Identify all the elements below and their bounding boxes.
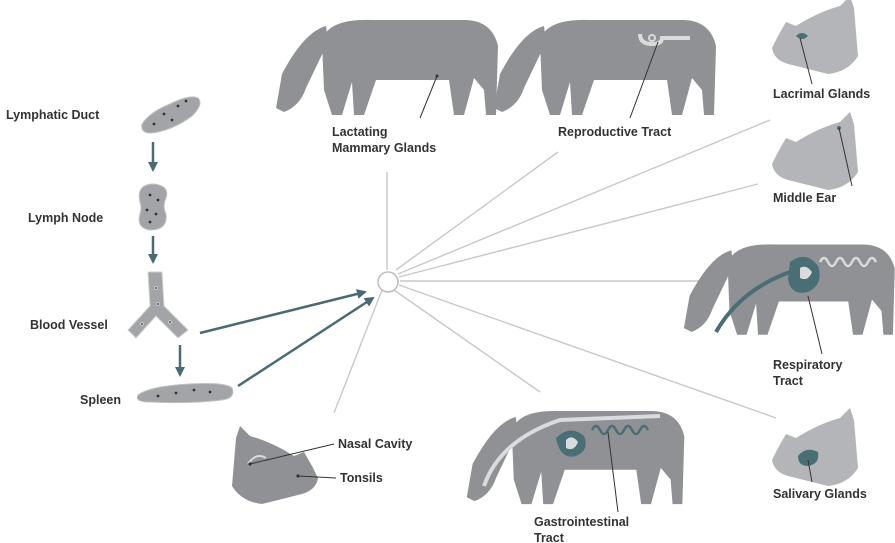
label-mammary-line1: Lactating <box>332 125 388 139</box>
label-respiratory-line2: Tract <box>773 374 804 388</box>
lymph-node-shape <box>138 183 168 231</box>
label-middle-ear: Middle Ear <box>773 191 836 205</box>
label-spleen: Spleen <box>80 393 121 407</box>
label-blood-vessel: Blood Vessel <box>30 318 108 332</box>
label-lymph-node: Lymph Node <box>28 211 103 225</box>
spleen-shape <box>136 383 234 404</box>
cow-respiratory-illustration <box>683 244 895 355</box>
label-tonsils: Tonsils <box>340 471 383 485</box>
head-salivary-illustration <box>772 408 858 486</box>
blood-vessel-arrow <box>199 289 367 335</box>
cow-gastrointestinal-illustration <box>466 410 685 513</box>
label-lymphatic-duct: Lymphatic Duct <box>6 108 100 122</box>
label-reproductive: Reproductive Tract <box>558 125 672 139</box>
label-nasal: Nasal Cavity <box>338 437 412 451</box>
label-gi-line2: Tract <box>534 531 565 543</box>
spleen-arrow <box>237 296 375 388</box>
head-middle-ear-illustration <box>772 112 858 190</box>
head-nasal-tonsils-illustration <box>232 426 337 504</box>
lymphatic-duct-shape <box>141 96 201 134</box>
central-node <box>377 271 399 293</box>
cow-reproductive-illustration <box>494 19 716 119</box>
blood-vessel-shape <box>127 271 189 339</box>
label-salivary: Salivary Glands <box>773 487 867 501</box>
label-mammary-line2: Mammary Glands <box>332 141 436 155</box>
head-lacrimal-illustration <box>772 0 858 85</box>
label-lacrimal: Lacrimal Glands <box>773 87 870 101</box>
radial-spokes <box>333 119 777 419</box>
cow-mammary-illustration <box>276 19 498 119</box>
label-gi-line1: Gastrointestinal <box>534 515 629 529</box>
label-respiratory-line1: Respiratory <box>773 358 843 372</box>
